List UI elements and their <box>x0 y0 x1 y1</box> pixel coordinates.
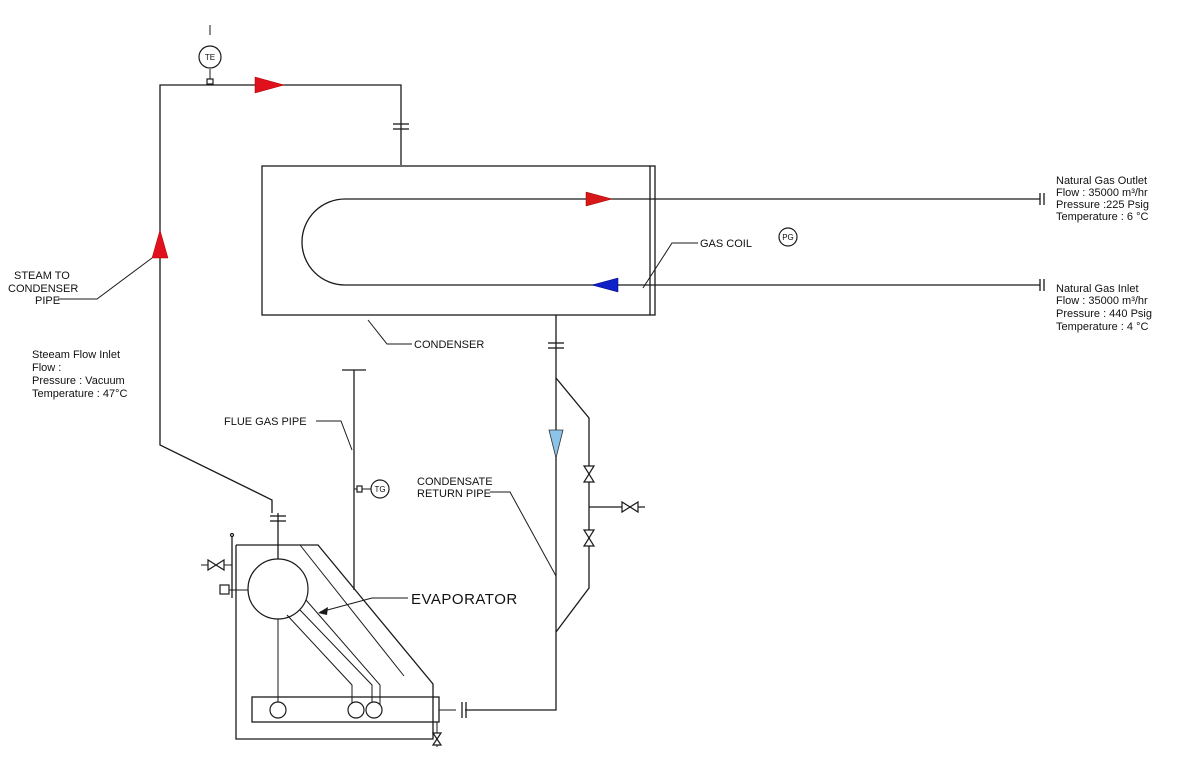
gas-inlet-flow-arrow <box>591 277 619 293</box>
label-steam-inlet-temperature: Temperature : 47°C <box>32 388 128 400</box>
label-gas-inlet-pressure: Pressure : 440 Psig <box>1056 308 1152 320</box>
condensate-bypass-line <box>555 377 645 633</box>
evaporator-drum <box>247 513 309 620</box>
bypass-valve-upper <box>582 465 596 483</box>
gas-outlet-flow-arrow <box>585 191 613 207</box>
steam-to-condenser-pipe <box>159 84 409 513</box>
evaporator-side-valve <box>207 558 225 572</box>
label-gas-outlet-temperature: Temperature : 6 °C <box>1056 211 1148 223</box>
te-label: TE <box>205 53 215 62</box>
label-gas-coil: GAS COIL <box>700 238 752 250</box>
label-gas-inlet-title: Natural Gas Inlet <box>1056 283 1139 295</box>
label-steam-to-condenser-2: CONDENSER <box>8 283 78 295</box>
condenser-shell <box>261 165 656 316</box>
label-steam-inlet-title: Steeam Flow Inlet <box>32 349 120 361</box>
steam-flow-arrow-horizontal <box>254 76 285 94</box>
leader-arrowhead-evaporator <box>318 607 328 615</box>
condensate-return-pipe <box>461 315 564 718</box>
label-condenser: CONDENSER <box>414 339 484 351</box>
pg-label: PG <box>782 233 794 242</box>
label-steam-inlet-pressure: Pressure : Vacuum <box>32 375 125 387</box>
label-gas-inlet-flow: Flow : 35000 m³/hr <box>1056 295 1148 307</box>
label-steam-to-condenser-1: STEAM TO <box>14 270 70 282</box>
label-gas-outlet-title: Natural Gas Outlet <box>1056 175 1147 187</box>
label-condensate-return-2: RETURN PIPE <box>417 488 491 500</box>
bypass-valve-lower <box>582 529 596 547</box>
label-flue-gas-pipe: FLUE GAS PIPE <box>224 416 307 428</box>
label-evaporator: EVAPORATOR <box>411 591 518 608</box>
steam-flow-arrow-vertical <box>151 229 169 259</box>
label-steam-to-condenser-3: PIPE <box>35 295 60 307</box>
drain-valve-bottom <box>431 732 443 746</box>
label-gas-inlet-temperature: Temperature : 4 °C <box>1056 321 1148 333</box>
gas-coil <box>301 193 1045 291</box>
temperature-gauge-tg: TG <box>370 479 390 499</box>
label-gas-outlet-flow: Flow : 35000 m³/hr <box>1056 187 1148 199</box>
flue-gas-pipe <box>342 369 372 590</box>
tg-label: TG <box>374 485 385 494</box>
temperature-element-te: TE <box>198 25 222 85</box>
evaporator-risers <box>277 599 381 705</box>
evaporator-casing <box>201 532 434 740</box>
condensate-flow-arrow <box>548 429 564 459</box>
drain-valve-side <box>621 500 639 514</box>
label-steam-inlet-flow: Flow : <box>32 362 61 374</box>
label-condensate-return-1: CONDENSATE <box>417 476 493 488</box>
pressure-gauge-pg: PG <box>778 227 798 247</box>
label-gas-outlet-pressure: Pressure :225 Psig <box>1056 199 1149 211</box>
leader-lines <box>58 242 698 613</box>
